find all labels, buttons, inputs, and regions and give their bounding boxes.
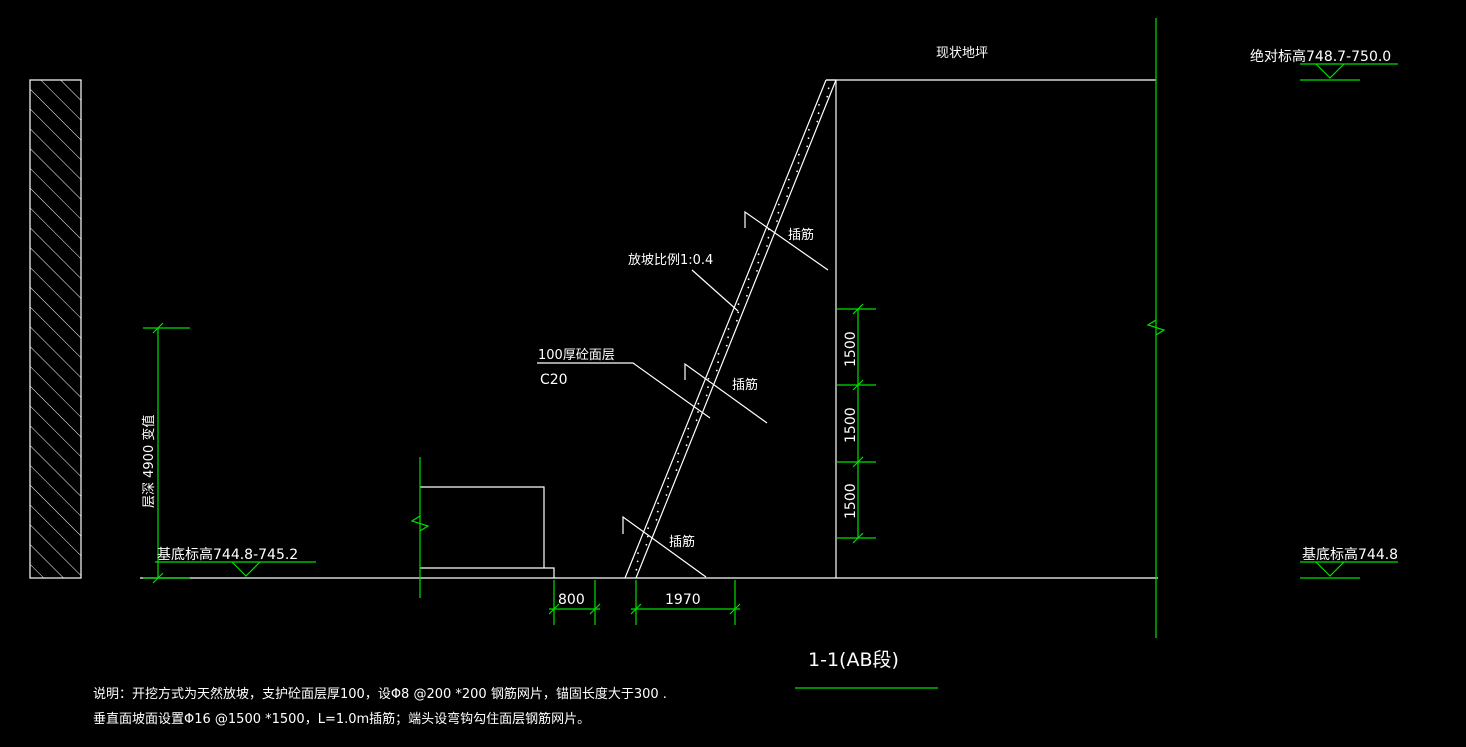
note-line-2: 垂直面坡面设置Φ16 @1500 *1500，L=1.0m插筋；端头设弯钩勾住面… [93,711,590,727]
shotcrete-dot [806,145,809,148]
dowel-label-top: 插筋 [788,227,814,243]
concrete-grade-label: C20 [540,372,568,388]
elevation-marker-top-right [1300,63,1398,81]
shotcrete-dot [675,469,678,471]
shotcrete-dot [826,95,829,98]
shotcrete-dot [776,220,778,223]
dim-1500-bottom: 1500 [843,483,859,519]
dowel-symbol-top [744,210,829,271]
right-break-line [1146,18,1166,638]
shotcrete-dot [707,386,709,388]
shotcrete-dot [786,195,788,198]
shotcrete-dot [777,203,780,206]
shotcrete-dot [757,261,760,264]
depth-label: 层深 4900 变值 [141,415,157,508]
shotcrete-dot [677,460,679,463]
foundation-block [410,457,555,598]
existing-ground-label: 现状地坪 [936,46,988,61]
shotcrete-dot [787,178,790,181]
shotcrete-dot [767,236,770,239]
shotcrete-dot [687,436,689,438]
shotcrete-dot [687,427,690,430]
shotcrete-dot [796,170,798,173]
shotcrete-dot [727,328,730,330]
shotcrete-dot [647,527,649,530]
slope-ratio-label: 放坡比例1:0.4 [628,253,713,268]
shotcrete-dot [685,444,688,447]
dowel-label-middle: 插筋 [732,377,758,393]
shotcrete-label: 100厚砼面层 [538,348,615,363]
bottom-dimensions [548,580,741,625]
shotcrete-dot [695,419,698,422]
elevation-marker-left [155,561,316,577]
shotcrete-dot [636,560,639,563]
shotcrete-dot [677,452,680,455]
slope-ratio-leader [691,269,739,312]
shotcrete-dot [736,319,738,322]
shotcrete-dot [667,485,669,488]
shotcrete-dot [655,519,658,521]
shotcrete-dot [645,543,648,546]
shotcrete-dot [808,128,810,131]
shotcrete-dot [818,104,820,106]
shotcrete-dot [797,162,800,164]
shotcrete-leader [537,362,711,419]
adjacent-wall-hatch [29,79,82,579]
shotcrete-dot [646,535,649,538]
shotcrete-dot [747,286,750,289]
dowel-label-bottom: 插筋 [669,534,695,550]
shotcrete-dot [717,353,720,355]
shotcrete-dot [707,377,710,380]
shotcrete-dot [807,137,810,140]
shotcrete-dot [637,552,639,554]
shotcrete-dot [798,153,800,156]
dowel-symbol-middle [684,362,768,424]
shotcrete-dot [665,494,668,496]
shotcrete-dot [757,253,760,256]
shotcrete-dot [827,87,830,90]
shotcrete-dot [737,303,740,305]
shotcrete-dot [777,211,780,214]
shotcrete-dot [737,311,740,314]
shotcrete-dot [656,510,659,513]
base-elevation-left-label: 基底标高744.8-745.2 [157,546,298,563]
shotcrete-dot [667,477,670,480]
shotcrete-dot [747,278,750,281]
slope-height-dimensions [837,303,876,544]
shotcrete-dot [725,344,728,347]
dim-1500-mid: 1500 [843,407,859,443]
shotcrete-dot [816,120,819,123]
shotcrete-dot [715,369,718,372]
dim-1970: 1970 [665,592,701,608]
dowel-symbol-bottom [622,515,707,578]
shotcrete-dot [717,361,719,364]
dim-1500-top: 1500 [843,331,859,367]
shotcrete-dot [756,270,758,272]
slope-shotcrete-layer [624,79,837,579]
note-line-1: 说明：开挖方式为天然放坡，支护砼面层厚100，设Φ8 @200 *200 钢筋网… [93,686,667,702]
depth-dimension [143,322,190,584]
shotcrete-dot [697,411,699,413]
shotcrete-dot [727,336,729,339]
shotcrete-dot [705,394,708,397]
shotcrete-dot [817,112,820,115]
shotcrete-dot [746,294,748,297]
base-elevation-right-label: 基底标高744.8 [1302,546,1398,563]
dim-800: 800 [558,592,585,608]
shotcrete-dot [766,245,768,247]
shotcrete-dot [657,502,659,505]
abs-elevation-label: 绝对标高748.7-750.0 [1250,48,1391,65]
shotcrete-dot [697,402,700,405]
elevation-marker-right [1300,561,1398,579]
shotcrete-dot [787,187,790,189]
shotcrete-dot [635,568,638,571]
section-title: 1-1(AB段) [808,649,899,671]
